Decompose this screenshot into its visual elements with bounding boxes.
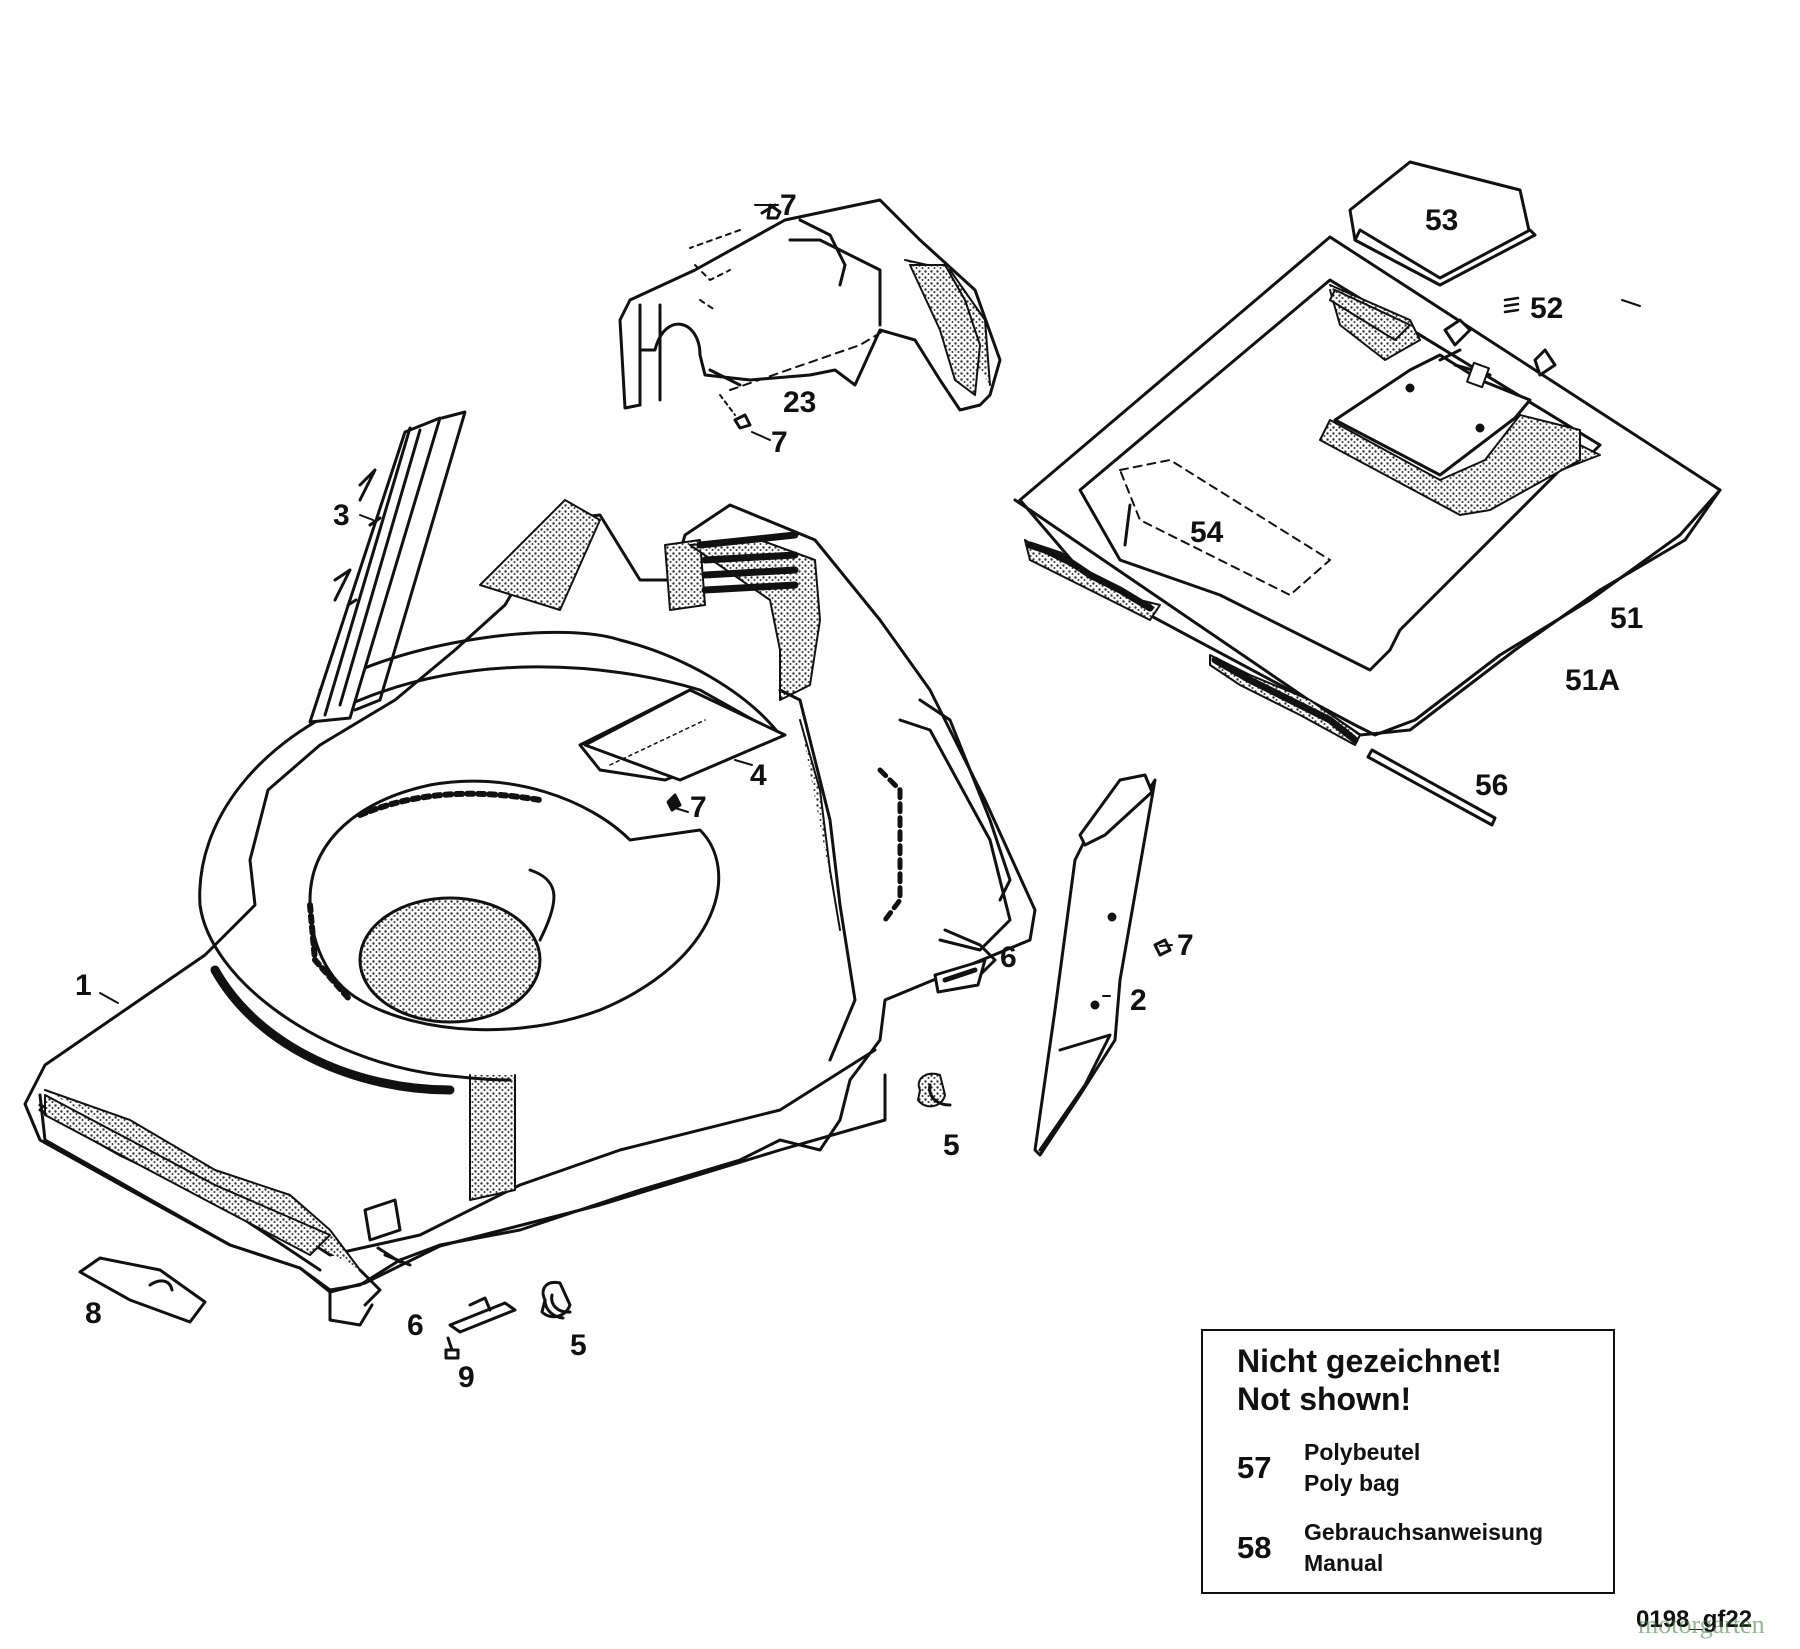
- callout-53: 53: [1425, 204, 1458, 237]
- legend-title-de: Nicht gezeichnet!: [1237, 1343, 1502, 1379]
- callout-54: 54: [1190, 516, 1224, 549]
- legend-item-text-de: Gebrauchsanweisung: [1304, 1519, 1544, 1545]
- plate-part-a: [933, 958, 987, 994]
- clip-part-b: [540, 1280, 572, 1320]
- callout-7-a: 7: [780, 189, 797, 222]
- callout-7-c: 7: [690, 791, 707, 824]
- screw-7c: [666, 793, 682, 812]
- callout-51: 51: [1610, 602, 1643, 635]
- mower-deck-housing: [23, 499, 1037, 1327]
- screw-7d: [1153, 938, 1172, 957]
- screw-7a: [689, 203, 782, 249]
- legend-item-number: 58: [1237, 1530, 1272, 1565]
- side-panel: [1033, 773, 1157, 1157]
- rear-guard: [618, 198, 1002, 412]
- callout-4: 4: [750, 759, 767, 792]
- clip-part-a: [917, 1072, 952, 1108]
- flat-plate: [78, 1256, 207, 1324]
- callout-56: 56: [1475, 769, 1508, 802]
- not-shown-legend: Nicht gezeichnet! Not shown! 57 Polybeut…: [1201, 1329, 1615, 1594]
- screw-part: [444, 1336, 460, 1360]
- grass-catcher-lid: [1013, 235, 1722, 746]
- plate-part-b: [448, 1296, 517, 1334]
- site-watermark: motorgarten: [1638, 1610, 1765, 1639]
- callout-9: 9: [458, 1361, 475, 1394]
- callout-7-b: 7: [771, 426, 788, 459]
- callout-6-a: 6: [1000, 941, 1017, 974]
- callout-6-b: 6: [407, 1309, 424, 1342]
- legend-item-text-de: Polybeutel: [1304, 1439, 1421, 1465]
- legend-item-text-en: Poly bag: [1304, 1470, 1400, 1496]
- legend-item-number: 57: [1237, 1450, 1272, 1485]
- spring-part: [1503, 296, 1520, 314]
- top-flap: [1348, 160, 1537, 287]
- callout-8: 8: [85, 1297, 102, 1330]
- legend-item-text-en: Manual: [1304, 1550, 1384, 1576]
- callout-3: 3: [333, 499, 350, 532]
- callout-5-b: 5: [570, 1329, 587, 1362]
- legend-title-en: Not shown!: [1237, 1381, 1412, 1417]
- grass-flap-plate: [583, 688, 787, 782]
- leader-lines: [99, 204, 1641, 1004]
- callout-5-a: 5: [943, 1129, 960, 1162]
- drawing-code: 0198_gf22: [1636, 1606, 1753, 1633]
- callout-23: 23: [783, 386, 816, 419]
- callout-51a: 51A: [1565, 664, 1620, 697]
- rod-part: [1366, 748, 1497, 827]
- callout-1: 1: [75, 969, 92, 1002]
- callout-7-d: 7: [1177, 929, 1194, 962]
- long-strip: [308, 410, 467, 724]
- callout-52: 52: [1530, 292, 1563, 325]
- screw-7b: [719, 394, 752, 430]
- callout-2: 2: [1130, 984, 1147, 1017]
